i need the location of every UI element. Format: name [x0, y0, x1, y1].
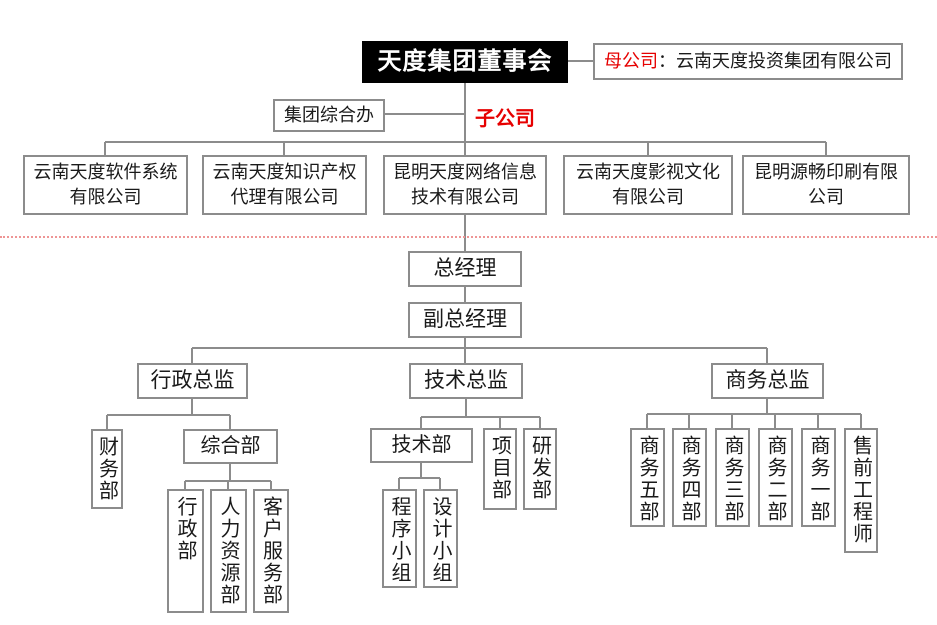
director-admin-box: 行政总监 — [137, 363, 248, 399]
business-dept-1-box: 商务一部 — [801, 428, 836, 527]
tech-dept-box: 技术部 — [370, 428, 473, 463]
director-business-box: 商务总监 — [711, 363, 824, 399]
business-dept-4-box: 商务四部 — [672, 428, 707, 527]
parent-company-tag: 母公司 — [604, 51, 658, 72]
business-dept-5-box: 商务五部 — [630, 428, 665, 527]
rd-dept-box: 研发部 — [523, 428, 557, 510]
group-office-box: 集团综合办 — [273, 99, 385, 132]
board-box: 天度集团董事会 — [362, 41, 568, 83]
customer-service-dept-box: 客户服务部 — [253, 489, 289, 613]
parent-company-box: 母公司：云南天度投资集团有限公司 — [593, 43, 903, 80]
presales-engineer-box: 售前工程师 — [844, 428, 878, 553]
program-team-box: 程序小组 — [382, 489, 417, 588]
finance-dept-box: 财务部 — [91, 429, 123, 509]
hr-dept-box: 人力资源部 — [210, 489, 247, 613]
director-tech-box: 技术总监 — [409, 363, 523, 399]
subsidiary-box-film-culture: 云南天度影视文化有限公司 — [563, 155, 733, 215]
project-dept-box: 项目部 — [483, 428, 517, 510]
general-manager-box: 总经理 — [408, 251, 522, 287]
design-team-box: 设计小组 — [423, 489, 458, 588]
divider-dotted-line — [0, 236, 937, 238]
subsidiary-tag-label: 子公司 — [475, 108, 535, 130]
subsidiary-box-ip-agency: 云南天度知识产权代理有限公司 — [202, 155, 367, 215]
general-dept-box: 综合部 — [183, 429, 278, 464]
parent-company-name: ：云南天度投资集团有限公司 — [658, 51, 892, 72]
subsidiary-box-printing: 昆明源畅印刷有限公司 — [742, 155, 910, 215]
subsidiary-box-network-info: 昆明天度网络信息技术有限公司 — [383, 155, 547, 215]
deputy-general-manager-box: 副总经理 — [408, 302, 522, 338]
subsidiary-box-software: 云南天度软件系统有限公司 — [23, 155, 188, 215]
business-dept-2-box: 商务二部 — [758, 428, 793, 527]
business-dept-3-box: 商务三部 — [715, 428, 750, 527]
admin-dept-box: 行政部 — [167, 489, 204, 613]
